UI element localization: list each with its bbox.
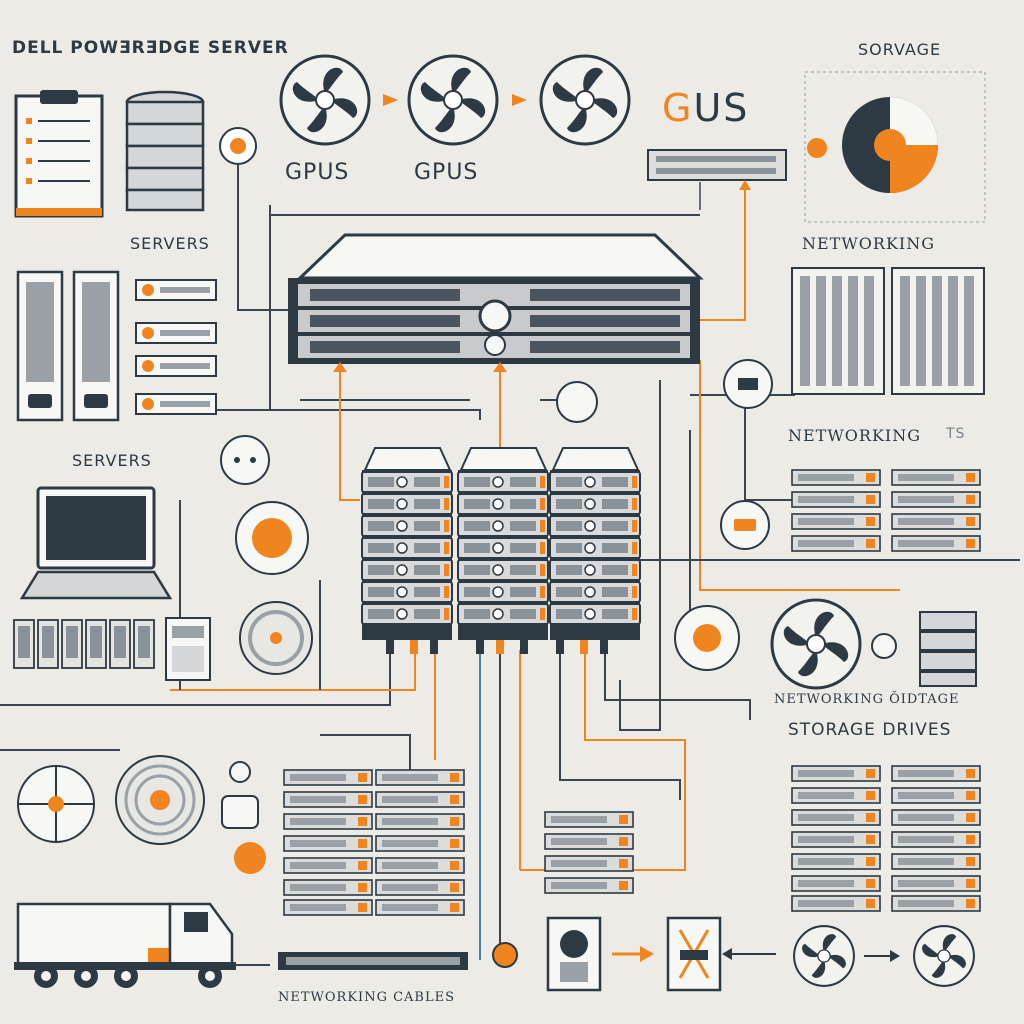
truck-icon [14, 902, 236, 988]
hard-drive-icon [13, 617, 211, 681]
patch-panel [278, 942, 518, 970]
database-icon [125, 90, 205, 212]
compass-icon [17, 765, 95, 843]
arrow-icon [383, 94, 527, 106]
connector-node [720, 500, 770, 550]
connector-node [556, 381, 598, 423]
clipboard-icon [14, 90, 104, 218]
arrow-icon [612, 946, 654, 962]
server-rack-icon [549, 447, 641, 640]
connection-lines [0, 165, 1020, 966]
storage-drives [791, 765, 981, 912]
connector-node [723, 359, 773, 409]
label-gpus-2: GPUS [414, 160, 479, 185]
fan-icon [770, 598, 862, 690]
arrow-icon [864, 950, 900, 962]
connector-node [234, 842, 266, 874]
server-rack-icon [361, 447, 453, 640]
main-server [288, 233, 704, 372]
arrow-icon [722, 948, 776, 960]
fan-icon [913, 925, 975, 987]
networking-switches [791, 469, 981, 552]
networking-panel [791, 267, 985, 395]
label-networking-2-suffix: TS [946, 426, 966, 442]
label-networking-cables: NETWORKING CABLES [278, 990, 455, 1005]
cable-plugs [386, 640, 608, 654]
label-servers-1: SERVERS [130, 234, 210, 253]
storage-stack [919, 611, 977, 687]
label-networking-2: NETWORKING [788, 426, 922, 445]
hard-drive-icon [666, 916, 722, 992]
label-gus-g: G [662, 86, 694, 130]
plug-icon [221, 761, 259, 829]
connector-node [871, 633, 897, 659]
server-rack-icon [283, 769, 465, 916]
connector-node [674, 605, 740, 671]
tower-servers [16, 270, 120, 422]
pie-chart-icon [804, 71, 986, 223]
fan-icon [407, 54, 499, 146]
server-list [135, 279, 217, 415]
label-networking-storage: NETWORKING ǑIDTAGE [774, 692, 960, 707]
fan-icon [279, 54, 371, 146]
label-networking-1: NETWORKING [802, 234, 936, 253]
hard-drive-icon [546, 916, 602, 992]
label-gus: GUS [662, 86, 749, 130]
fan-icon [539, 54, 631, 146]
switch-stack [544, 811, 634, 894]
diagram-title: DELL POWƎRƎDGE SERVER [12, 38, 289, 58]
server-rack-icon [457, 447, 549, 640]
label-storage-drives: STORAGE DRIVES [788, 720, 952, 740]
connector-node [239, 601, 313, 675]
label-servers-2: SERVERS [72, 451, 152, 470]
connector-node [220, 435, 270, 485]
label-sorvage: SORVAGE [858, 40, 942, 59]
laptop-icon [19, 486, 173, 600]
fan-icon [115, 755, 205, 845]
label-gus-rest: US [693, 86, 750, 130]
label-gpus-1: GPUS [285, 160, 350, 185]
connector-node [219, 127, 257, 165]
gpu-panel [647, 149, 787, 210]
connector-node [235, 501, 309, 575]
fan-icon [793, 925, 855, 987]
